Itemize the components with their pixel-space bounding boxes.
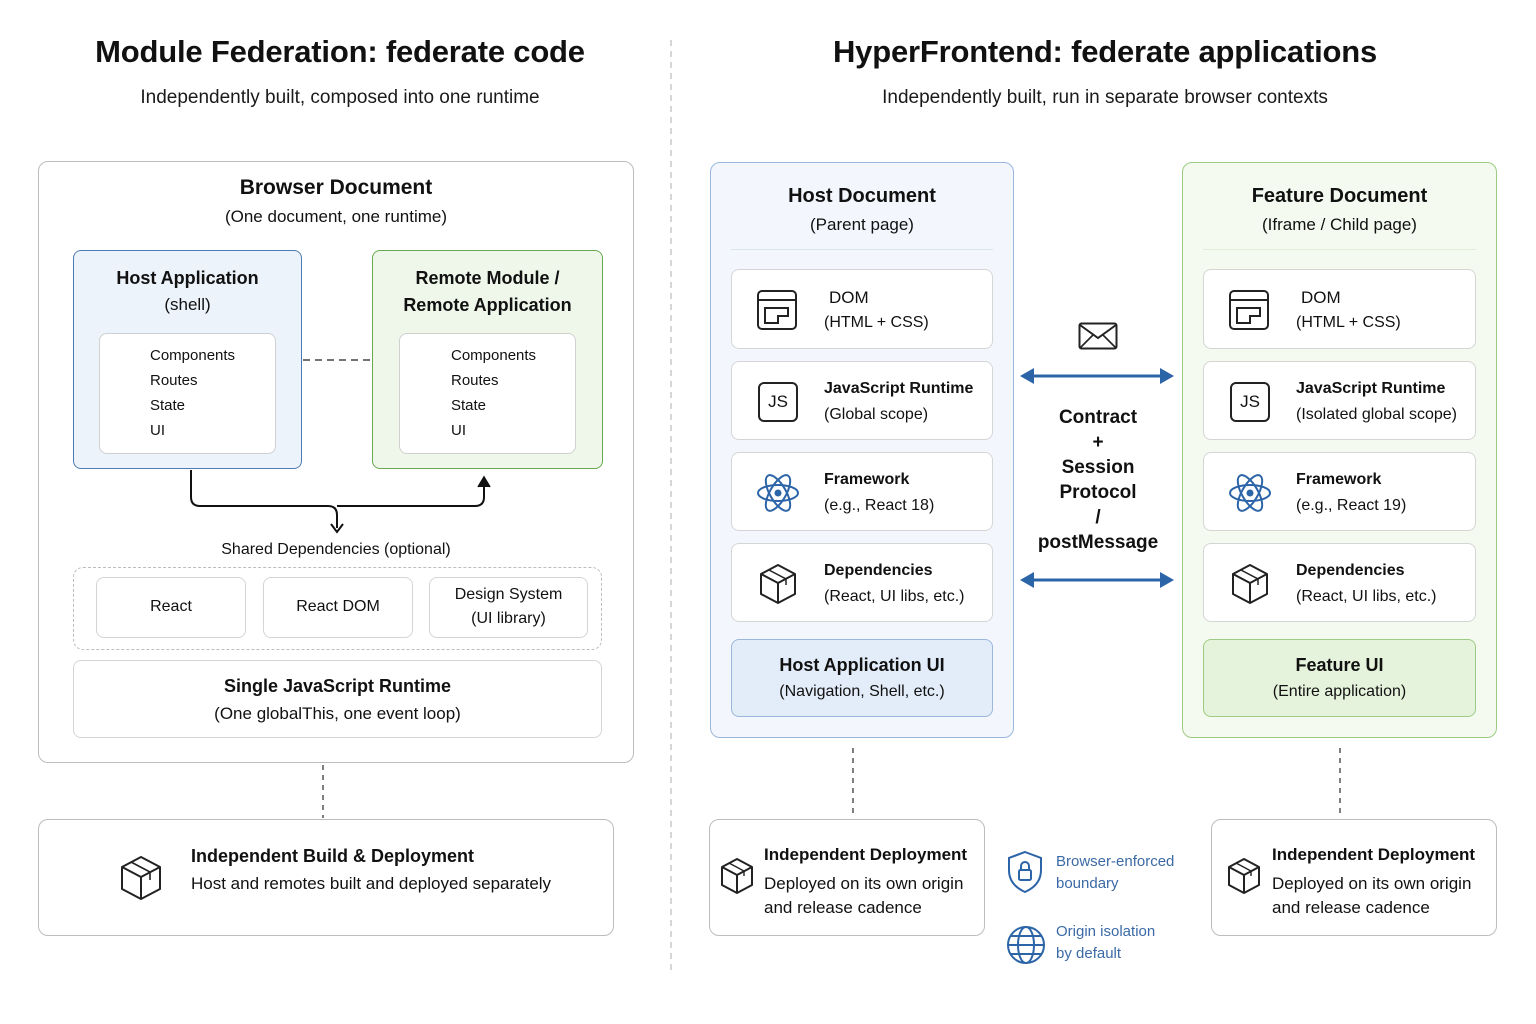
legend-origin-line2: by default	[1056, 945, 1122, 962]
dom-window-icon	[1229, 290, 1269, 330]
react-dom-dependency: React DOM	[263, 577, 413, 638]
browser-document-subtitle: (One document, one runtime)	[224, 207, 448, 226]
single-runtime: Single JavaScript Runtime (One globalThi…	[73, 660, 602, 738]
browser-document-title: Browser Document	[239, 176, 433, 199]
host-ui-card: Host Application UI (Navigation, Shell, …	[731, 639, 993, 717]
right-title: HyperFrontend: federate applications	[832, 34, 1377, 69]
dom-window-icon	[757, 290, 797, 330]
globe-icon	[1007, 926, 1045, 964]
feature-framework-card: Framework (e.g., React 19)	[1203, 452, 1476, 531]
shield-lock-icon	[1008, 850, 1042, 894]
host-dom-card: DOM (HTML + CSS)	[731, 269, 993, 349]
package-cube-icon	[121, 856, 161, 900]
feature-ui-card: Feature UI (Entire application)	[1203, 639, 1476, 717]
package-cube-icon	[1232, 564, 1268, 604]
build-deployment-box	[38, 819, 614, 936]
react-atom-icon	[1229, 474, 1271, 512]
list-item: UI	[451, 422, 466, 439]
react-atom-icon	[757, 474, 799, 512]
list-item: Components	[150, 347, 236, 364]
left-title: Module Federation: federate code	[95, 34, 585, 69]
host-js-card: JS JavaScript Runtime (Global scope)	[731, 361, 993, 440]
feature-js-card: JS JavaScript Runtime (Isolated global s…	[1203, 361, 1476, 440]
host-application-subtitle: (shell)	[164, 295, 211, 314]
feature-dom-card: DOM (HTML + CSS)	[1203, 269, 1476, 349]
feature-deployment-line1: Deployed on its own origin	[1272, 874, 1472, 893]
host-document-subtitle: (Parent page)	[810, 215, 914, 234]
js-badge-icon: JS	[1230, 382, 1270, 422]
host-deployment-line2: and release cadence	[764, 898, 922, 917]
host-deployment-title: Independent Deployment	[764, 845, 968, 864]
feature-document-title: Feature Document	[1251, 185, 1428, 207]
single-runtime-subtitle: (One globalThis, one event loop)	[214, 704, 461, 723]
shared-dependencies-box	[73, 567, 602, 650]
contract-label: Contract + Session Protocol / postMessag…	[1037, 407, 1159, 553]
single-runtime-title: Single JavaScript Runtime	[223, 676, 452, 696]
remote-application-contents: Components Routes State UI	[399, 333, 576, 454]
host-dependencies-card: Dependencies (React, UI libs, etc.)	[731, 543, 993, 622]
list-item: Routes	[451, 372, 499, 389]
left-subtitle: Independently built, composed into one r…	[140, 87, 540, 108]
feature-document-subtitle: (Iframe / Child page)	[1262, 215, 1417, 234]
legend-boundary-line2: boundary	[1056, 875, 1119, 892]
host-deployment-line1: Deployed on its own origin	[764, 874, 964, 893]
host-deployment-box	[709, 819, 985, 936]
host-application-contents: Components Routes State UI	[99, 333, 276, 454]
feature-deployment-title: Independent Deployment	[1272, 845, 1476, 864]
package-cube-icon	[760, 564, 796, 604]
legend-boundary-line1: Browser-enforced	[1056, 853, 1175, 870]
envelope-icon	[1078, 322, 1118, 350]
left-connectors	[190, 359, 491, 818]
remote-application-title-line2: Remote Application	[403, 295, 572, 315]
package-cube-icon	[721, 858, 753, 894]
feature-dependencies-card: Dependencies (React, UI libs, etc.)	[1203, 543, 1476, 622]
shared-dependencies-label: Shared Dependencies (optional)	[221, 541, 451, 558]
host-application-title: Host Application	[116, 268, 259, 288]
right-subtitle: Independently built, run in separate bro…	[882, 87, 1328, 108]
react-dependency: React	[96, 577, 246, 638]
feature-deployment-line2: and release cadence	[1272, 898, 1430, 917]
legend-origin-line1: Origin isolation	[1056, 923, 1156, 940]
list-item: State	[150, 397, 186, 414]
design-system-dependency: Design System (UI library)	[429, 577, 588, 638]
host-document-title: Host Document	[788, 185, 936, 207]
package-cube-icon	[1228, 858, 1260, 894]
js-badge-icon: JS	[758, 382, 798, 422]
remote-application-title-line1: Remote Module /	[415, 268, 560, 288]
build-deployment-subtitle: Host and remotes built and deployed sepa…	[191, 874, 552, 893]
build-deployment-title: Independent Build & Deployment	[191, 846, 475, 866]
list-item: Routes	[150, 372, 198, 389]
host-framework-card: Framework (e.g., React 18)	[731, 452, 993, 531]
list-item: State	[451, 397, 487, 414]
list-item: UI	[150, 422, 165, 439]
list-item: Components	[451, 347, 537, 364]
